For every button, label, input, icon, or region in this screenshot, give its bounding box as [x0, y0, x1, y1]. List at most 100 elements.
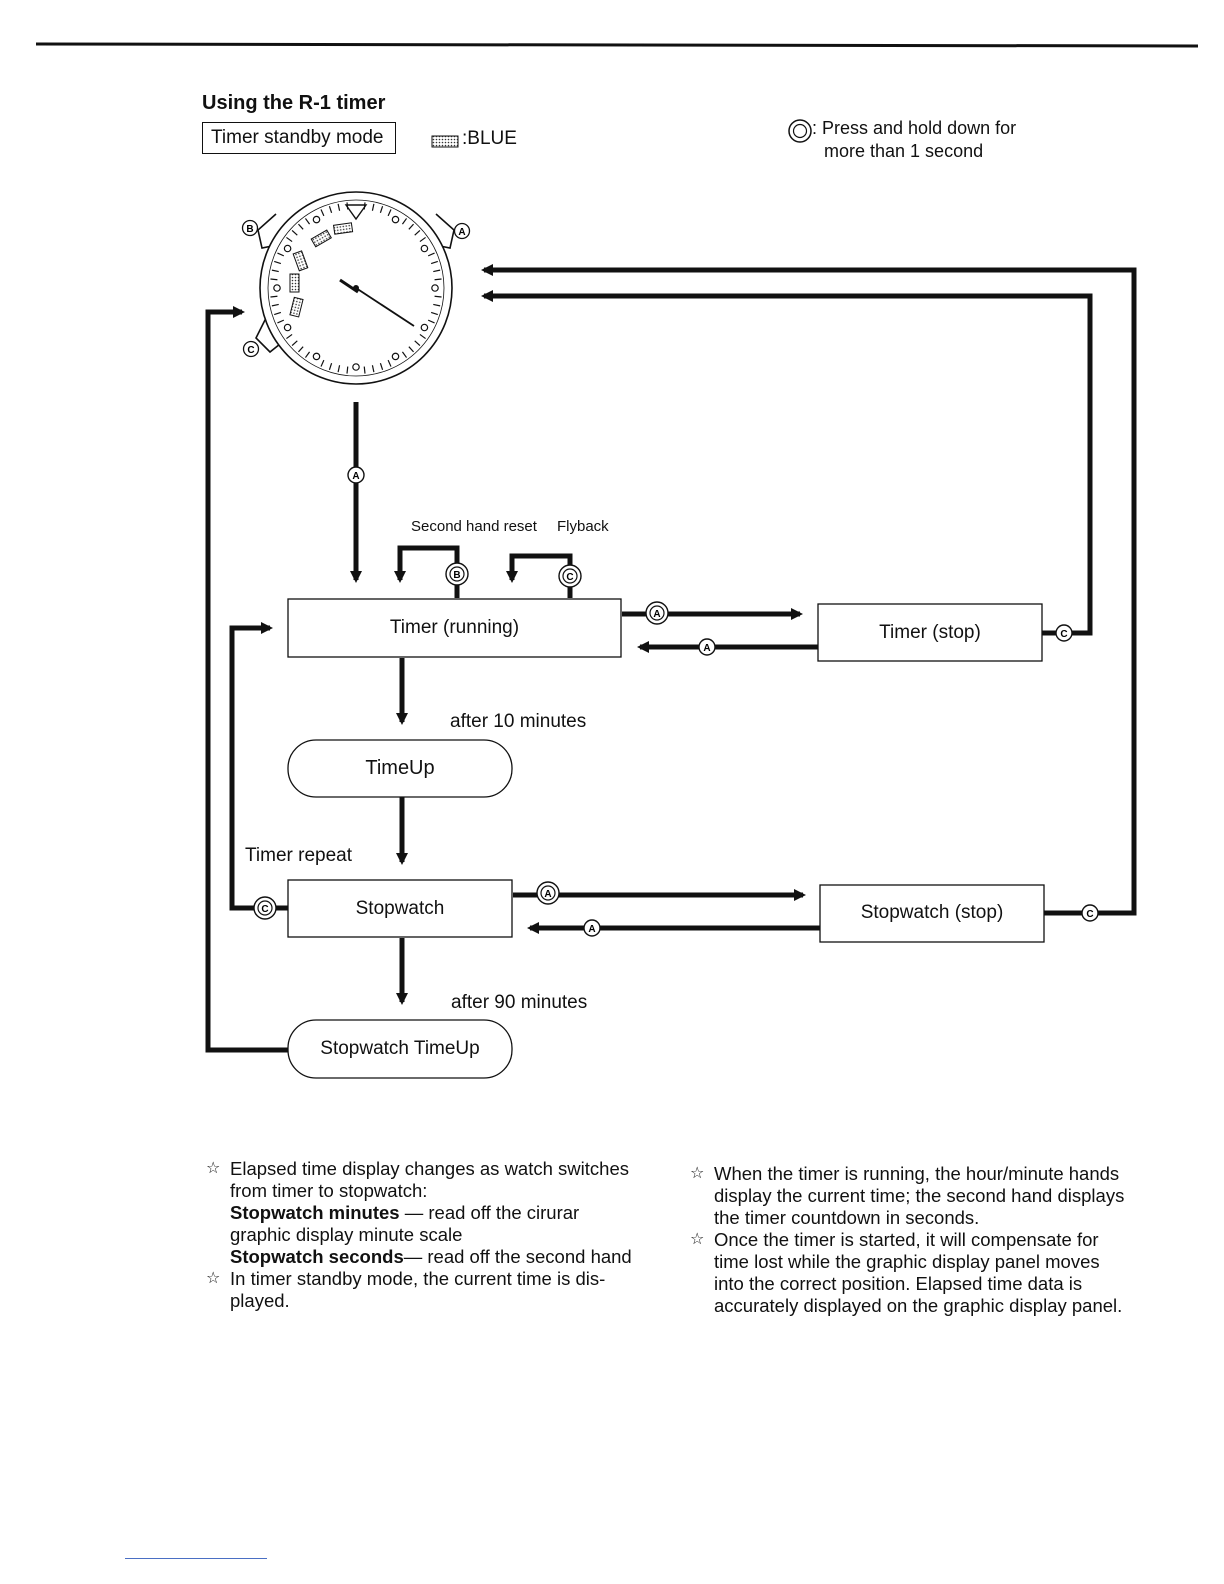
watch-tick	[419, 333, 426, 340]
star-bullet-icon: ☆	[690, 1231, 705, 1248]
badge-b-reset: B	[445, 562, 469, 586]
svg-text:C: C	[1086, 909, 1093, 920]
stopwatch-box	[287, 879, 513, 938]
note-text: Elapsed time display changes as watch sw…	[230, 1158, 629, 1179]
blue-swatch-icon	[431, 135, 459, 148]
watch-hour-marker	[391, 352, 400, 361]
note-item: ☆ In timer standby mode, the current tim…	[206, 1268, 636, 1312]
watch-hour-marker	[312, 215, 321, 224]
note-text: into the correct position. Elapsed time …	[714, 1273, 1083, 1294]
star-bullet-icon: ☆	[690, 1165, 705, 1182]
press-hold-icon	[788, 119, 812, 143]
page-title: Using the R-1 timer	[202, 92, 386, 114]
badge-c-timer-repeat: C	[253, 896, 277, 920]
timeup-label: TimeUp	[365, 757, 435, 779]
watch-tick	[434, 295, 442, 298]
watch-tick	[320, 209, 325, 217]
watch-tick	[304, 218, 311, 225]
watch-tick	[298, 346, 304, 353]
note-text: When the timer is running, the hour/minu…	[714, 1163, 1120, 1184]
watch-hour-marker	[283, 244, 292, 253]
svg-text:C: C	[247, 345, 254, 356]
note-text: played.	[230, 1290, 290, 1311]
watch-hour-marker	[431, 284, 439, 292]
badge-c-flyback: C	[558, 564, 582, 588]
star-bullet-icon: ☆	[206, 1160, 221, 1177]
watch-button-a-icon: A	[453, 222, 471, 240]
legend-press-text: : Press and hold down for more than 1 se…	[812, 117, 1016, 163]
watch-tick	[427, 252, 435, 257]
note-item: ☆ Elapsed time display changes as watch …	[206, 1158, 636, 1268]
watch-tick	[387, 209, 392, 217]
svg-text:B: B	[246, 224, 253, 235]
watch-button-c-icon: C	[242, 340, 260, 358]
star-bullet-icon: ☆	[206, 1270, 221, 1287]
watch-tick	[379, 362, 384, 370]
timer-running-label: Timer (running)	[389, 617, 520, 638]
watch-tick	[414, 230, 421, 236]
note-span: — read off the second hand	[403, 1246, 632, 1267]
watch-tick	[274, 260, 282, 265]
note-text: from timer to stopwatch:	[230, 1180, 428, 1201]
watch-tick	[298, 223, 304, 230]
watch-tick	[274, 311, 282, 316]
watch-face-icon	[255, 191, 455, 385]
note-text: time lost while the graphic display pane…	[714, 1251, 1100, 1272]
note-strong: Stopwatch minutes	[230, 1202, 400, 1223]
watch-tick	[414, 340, 421, 346]
top-rule	[35, 42, 1199, 48]
svg-text:A: A	[458, 227, 465, 238]
badge-a-timer-stop: A	[645, 601, 669, 625]
stopwatch-stop-label: Stopwatch (stop)	[860, 902, 1004, 923]
watch-tick	[363, 366, 366, 374]
watch-tick	[286, 236, 293, 243]
watch-hour-marker	[312, 352, 321, 361]
note-text: Stopwatch seconds— read off the second h…	[230, 1246, 636, 1268]
svg-text:C: C	[566, 572, 573, 583]
note-text: In timer standby mode, the current time …	[230, 1268, 606, 1289]
watch-tick	[379, 206, 384, 214]
stopwatch-timeup-label: Stopwatch TimeUp	[320, 1038, 480, 1059]
watch-tick	[371, 365, 375, 373]
svg-text:A: A	[703, 643, 710, 654]
timer-running-box	[287, 598, 622, 658]
badge-a-watch: A	[347, 466, 365, 484]
svg-text:B: B	[453, 570, 460, 581]
badge-c-stopwatch-stop: C	[1081, 904, 1099, 922]
watch-tick	[430, 311, 438, 316]
watch-tick	[434, 278, 442, 281]
second-hand-reset-label: Second hand reset	[411, 518, 537, 535]
note-text: accurately displayed on the graphic disp…	[714, 1295, 1123, 1316]
note-strong: Stopwatch seconds	[230, 1246, 404, 1267]
watch-tick	[408, 346, 414, 353]
svg-text:A: A	[544, 889, 551, 900]
legend-press-line2: more than 1 second	[824, 141, 984, 161]
watch-tick	[270, 278, 278, 281]
badge-a-stopwatch-resume: A	[583, 919, 601, 937]
watch-tick	[346, 366, 349, 374]
watch-tick	[433, 269, 441, 273]
mode-label: Timer standby mode	[202, 122, 396, 154]
watch-tick	[337, 365, 341, 373]
watch-tick	[387, 359, 392, 367]
legend-press-line1: : Press and hold down for	[812, 118, 1017, 138]
watch-tick	[401, 351, 408, 358]
watch-tick	[271, 303, 279, 307]
watch-hour-marker	[283, 323, 292, 332]
svg-text:A: A	[352, 471, 359, 482]
watch-tick	[328, 362, 333, 370]
note-text: graphic display minute scale	[230, 1224, 463, 1245]
svg-text:C: C	[261, 904, 268, 915]
note-text: display the current time; the second han…	[714, 1185, 1125, 1206]
watch-tick	[286, 333, 293, 340]
note-text: Once the timer is started, it will compe…	[714, 1229, 1099, 1250]
timer-repeat-label: Timer repeat	[245, 845, 352, 866]
watch-tick	[291, 230, 298, 236]
flyback-label: Flyback	[557, 518, 609, 535]
watch-tick	[433, 303, 441, 307]
badge-c-timer-stop: C	[1055, 624, 1073, 642]
watch-tick	[271, 269, 279, 273]
watch-tick	[371, 203, 375, 211]
watch-tick	[320, 359, 325, 367]
after-90-label: after 90 minutes	[451, 992, 588, 1013]
